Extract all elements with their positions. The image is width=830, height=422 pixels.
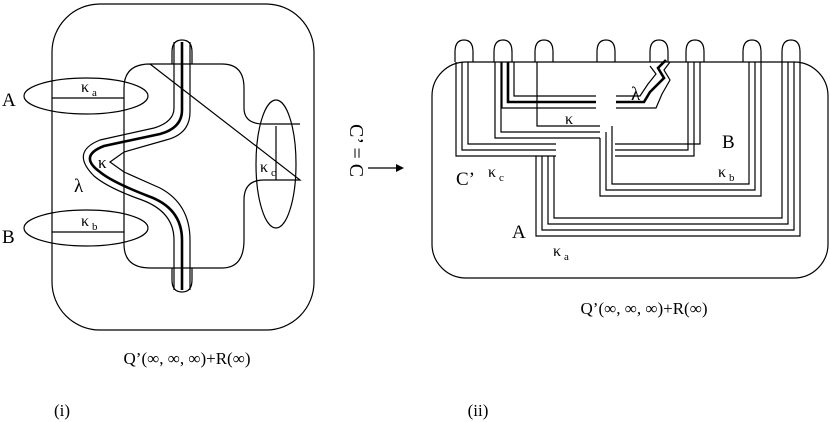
outer-boundary-ii bbox=[431, 61, 829, 279]
label-lambda-i: λ bbox=[74, 176, 84, 197]
caption-i: Q’(∞, ∞, ∞)+R(∞) bbox=[124, 349, 251, 368]
panel-i-diagram bbox=[23, 3, 315, 331]
caption-ii: Q’(∞, ∞, ∞)+R(∞) bbox=[581, 299, 708, 318]
label-kappa-a-ii: κ bbox=[553, 243, 561, 260]
label-kappa-a-i: κ bbox=[81, 79, 89, 96]
C-prime-strands-ii bbox=[455, 62, 600, 157]
sub-b-ii: b bbox=[729, 172, 735, 184]
label-B-i: B bbox=[2, 227, 15, 248]
tag-i: (i) bbox=[54, 401, 70, 420]
sub-a-ii: a bbox=[564, 251, 569, 263]
B-strands-ii bbox=[599, 62, 762, 197]
circle-B-i bbox=[23, 209, 149, 247]
lambda-strand-ii bbox=[506, 62, 596, 104]
tag-ii: (ii) bbox=[468, 401, 489, 420]
sub-c-i: c bbox=[271, 167, 276, 179]
top-bumps-ii bbox=[454, 39, 801, 62]
label-kappa-ii: κ bbox=[565, 111, 573, 128]
lambda-strand-ii-right bbox=[616, 59, 667, 104]
label-kappa-c-i: κ bbox=[260, 159, 268, 176]
transform-arrow bbox=[368, 164, 404, 172]
panel-ii-diagram bbox=[431, 39, 829, 279]
label-C-equals-i: C’ = C bbox=[345, 124, 367, 177]
sub-c-ii: c bbox=[499, 172, 504, 184]
lambda-strand-i bbox=[88, 42, 184, 290]
label-kappa-i: κ bbox=[98, 153, 107, 172]
sub-b-i: b bbox=[92, 221, 98, 233]
label-A-i: A bbox=[2, 90, 16, 111]
kappa-strand-outer-i bbox=[82, 42, 175, 290]
top-tube-i bbox=[171, 39, 193, 64]
label-kappa-b-ii: κ bbox=[718, 164, 726, 181]
sub-a-i: a bbox=[92, 87, 97, 99]
inner-handle-outline-i bbox=[123, 63, 302, 269]
circle-A-i bbox=[23, 77, 149, 115]
label-lambda-ii: λ bbox=[631, 84, 641, 105]
bottom-tube-i bbox=[171, 268, 193, 293]
label-C-prime-ii: C’ bbox=[456, 169, 475, 190]
label-B-ii: B bbox=[722, 132, 735, 153]
outer-boundary-i bbox=[51, 3, 315, 331]
kappa-frame-ii bbox=[501, 61, 671, 109]
label-A-ii: A bbox=[512, 222, 526, 243]
A-strands-ii bbox=[535, 62, 801, 237]
label-kappa-c-ii: κ bbox=[488, 164, 496, 181]
circle-C-i bbox=[255, 99, 297, 229]
kappa-strand-inner-i bbox=[108, 42, 191, 290]
label-kappa-b-i: κ bbox=[81, 213, 89, 230]
